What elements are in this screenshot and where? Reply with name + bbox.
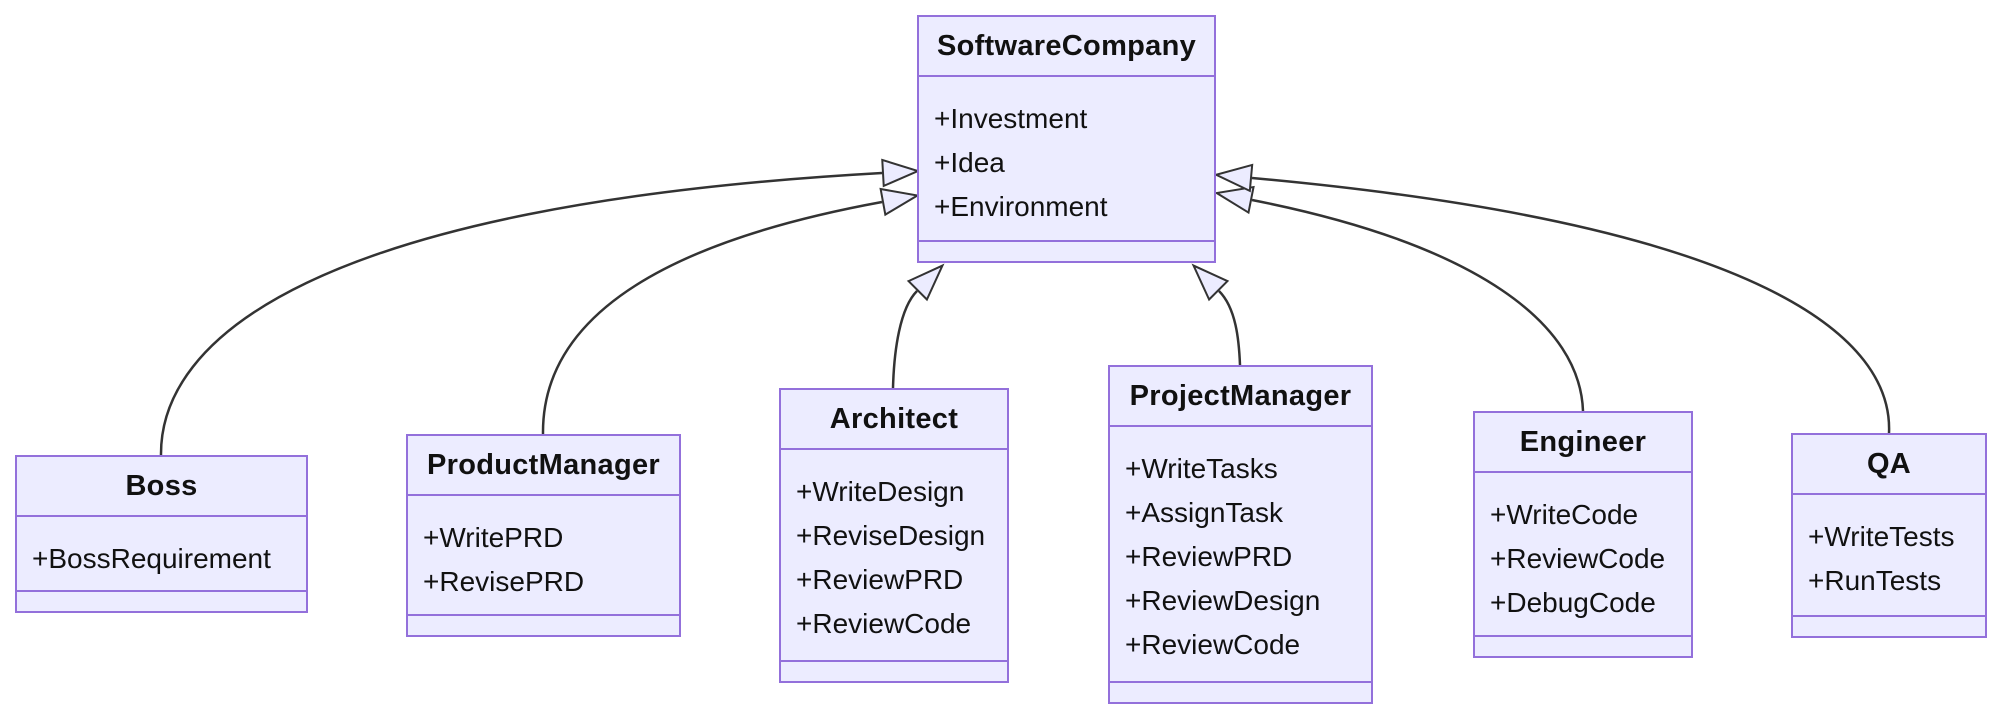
edge-productmanager-to-softwarecompany [541,187,921,435]
class-attribute: +ReviewDesign [1125,585,1321,616]
class-methods-empty [781,660,1007,681]
class-attribute: +WriteDesign [796,476,965,507]
class-title: ProjectManager [1110,367,1371,427]
class-attributes: +WriteTasks +AssignTask +ReviewPRD +Revi… [1110,427,1371,681]
class-attribute: +BossRequirement [32,543,271,574]
class-attribute: +AssignTask [1125,497,1283,528]
edge-qa-to-softwarecompany [1213,163,1891,434]
class-attribute: +Environment [934,191,1108,222]
class-attribute: +RevisePRD [423,566,585,597]
class-attribute: +WriteTasks [1125,453,1278,484]
class-box-engineer: Engineer +WriteCode +ReviewCode +DebugCo… [1473,411,1693,658]
class-methods-empty [1793,615,1985,636]
class-attribute: +WriteCode [1490,499,1639,530]
class-attribute: +ReviseDesign [796,520,986,551]
class-title: Engineer [1475,413,1691,473]
class-title: QA [1793,435,1985,495]
class-attribute: +ReviewPRD [1125,541,1293,572]
class-attribute: +Idea [934,147,1005,178]
class-title: ProductManager [408,436,679,496]
class-methods-empty [919,240,1214,261]
class-attributes: +WriteCode +ReviewCode +DebugCode [1475,473,1691,635]
class-attribute: +RunTests [1808,565,1942,596]
edge-engineer-to-softwarecompany [1213,185,1585,412]
class-box-boss: Boss +BossRequirement [15,455,308,613]
class-title: SoftwareCompany [919,17,1214,77]
class-title: Architect [781,390,1007,450]
class-methods-empty [17,590,306,611]
class-box-projectmanager: ProjectManager +WriteTasks +AssignTask +… [1108,365,1373,704]
class-attributes: +Investment +Idea +Environment [919,77,1214,240]
class-attribute: +ReviewCode [1490,543,1666,574]
edge-architect-to-softwarecompany [891,263,945,389]
class-attributes: +BossRequirement [17,517,306,590]
class-methods-empty [408,614,679,635]
class-methods-empty [1475,635,1691,656]
class-box-architect: Architect +WriteDesign +ReviseDesign +Re… [779,388,1009,683]
class-box-softwarecompany: SoftwareCompany +Investment +Idea +Envir… [917,15,1216,263]
class-methods-empty [1110,681,1371,702]
class-attribute: +ReviewPRD [796,564,964,595]
class-attribute: +ReviewCode [1125,629,1301,660]
class-attributes: +WritePRD +RevisePRD [408,496,679,614]
class-title: Boss [17,457,306,517]
edge-boss-to-softwarecompany [159,158,921,456]
class-attribute: +DebugCode [1490,587,1656,618]
class-box-qa: QA +WriteTests +RunTests [1791,433,1987,638]
class-attribute: +WriteTests [1808,521,1955,552]
edge-projectmanager-to-softwarecompany [1191,263,1242,366]
class-box-productmanager: ProductManager +WritePRD +RevisePRD [406,434,681,637]
class-attribute: +WritePRD [423,522,564,553]
class-attributes: +WriteTests +RunTests [1793,495,1985,615]
class-attribute: +Investment [934,103,1088,134]
class-attributes: +WriteDesign +ReviseDesign +ReviewPRD +R… [781,450,1007,660]
class-attribute: +ReviewCode [796,608,972,639]
